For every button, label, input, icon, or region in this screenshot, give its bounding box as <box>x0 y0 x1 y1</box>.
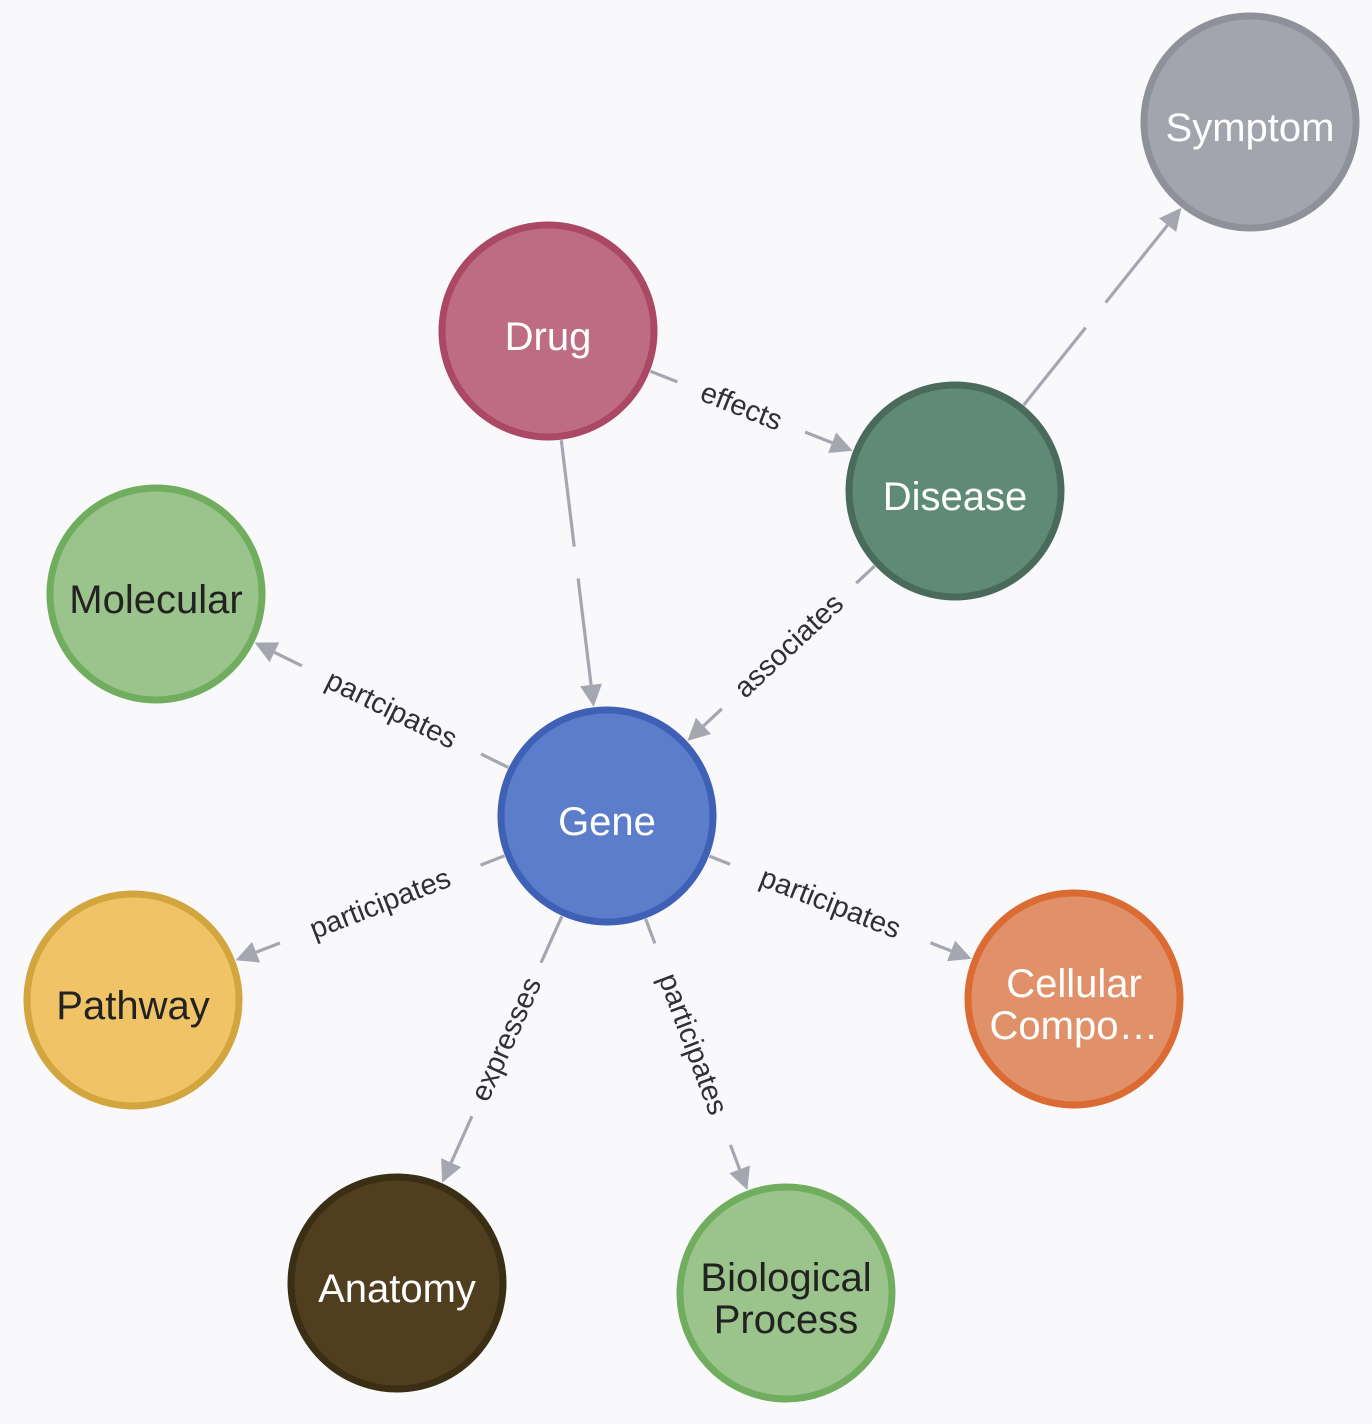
node-pathway[interactable]: Pathway <box>23 890 243 1110</box>
arrowhead-icon <box>687 717 711 741</box>
node-drug[interactable]: Drug <box>438 221 658 441</box>
node-circle[interactable] <box>497 706 717 926</box>
node-circle[interactable] <box>438 221 658 441</box>
edge-line <box>929 941 952 953</box>
edge-line <box>479 854 506 867</box>
edge-gene-pathway[interactable]: participates <box>235 854 506 963</box>
edge-line <box>855 564 876 585</box>
edge-label: associates <box>728 588 850 705</box>
edge-label: partcipates <box>321 664 462 755</box>
edge-line <box>273 650 303 668</box>
edge-line <box>449 1115 474 1164</box>
node-label: Cellular <box>1006 962 1142 1006</box>
node-label: Anatomy <box>318 1267 476 1311</box>
edge-gene-anatomy[interactable]: expresses <box>441 915 564 1183</box>
edge-label: expresses <box>465 973 548 1107</box>
edge-line <box>708 854 731 866</box>
node-circle[interactable] <box>964 889 1184 1109</box>
edge-label: participates <box>755 862 905 946</box>
node-circle[interactable] <box>46 484 266 704</box>
edge-gene-molecular[interactable]: partcipates <box>254 642 510 769</box>
edge-label: participates <box>652 969 734 1119</box>
node-label: Process <box>714 1298 859 1342</box>
arrowhead-icon <box>1158 207 1182 232</box>
edge-disease-gene[interactable]: associates <box>687 564 876 741</box>
edge-line <box>559 440 576 547</box>
edge-gene-cellular[interactable]: participates <box>708 854 972 962</box>
edge-line <box>644 918 657 945</box>
arrowhead-icon <box>235 941 261 963</box>
edge-gene-biological[interactable]: participates <box>644 918 750 1191</box>
edge-label: participates <box>305 862 455 946</box>
edge-label: effects <box>696 377 787 438</box>
edge-disease-symptom[interactable] <box>1022 207 1182 407</box>
arrowhead-icon <box>580 683 602 707</box>
edge-line <box>255 941 281 954</box>
edge-line <box>702 707 723 728</box>
arrowhead-icon <box>729 1165 750 1191</box>
node-label: Molecular <box>69 578 242 622</box>
edge-line <box>804 430 833 445</box>
arrowhead-icon <box>441 1158 462 1183</box>
node-label: Symptom <box>1166 106 1335 150</box>
node-label: Disease <box>883 475 1028 519</box>
edge-line <box>728 1144 742 1170</box>
node-circle[interactable] <box>676 1183 896 1403</box>
node-label: Biological <box>700 1256 871 1300</box>
arrowhead-icon <box>254 642 280 663</box>
node-label: Drug <box>505 315 592 359</box>
edge-drug-disease[interactable]: effects <box>649 369 853 453</box>
node-symptom[interactable]: Symptom <box>1140 12 1360 232</box>
node-circle[interactable] <box>845 381 1065 601</box>
node-label: Pathway <box>56 984 209 1028</box>
edge-line <box>576 578 593 686</box>
edge-line <box>1104 224 1169 304</box>
node-label: Gene <box>558 800 656 844</box>
edge-drug-gene[interactable] <box>559 440 602 707</box>
arrowhead-icon <box>828 432 853 453</box>
node-circle[interactable] <box>23 890 243 1110</box>
edge-line <box>1022 326 1087 407</box>
node-circle[interactable] <box>287 1173 507 1393</box>
node-anatomy[interactable]: Anatomy <box>287 1173 507 1393</box>
arrowhead-icon <box>947 940 972 962</box>
edge-line <box>539 915 564 964</box>
node-disease[interactable]: Disease <box>845 381 1065 601</box>
node-cellular[interactable]: CellularCompo… <box>964 889 1184 1109</box>
node-label: Compo… <box>990 1004 1159 1048</box>
node-circle[interactable] <box>1140 12 1360 232</box>
edge-line <box>649 369 679 384</box>
node-molecular[interactable]: Molecular <box>46 484 266 704</box>
edge-line <box>480 752 510 769</box>
node-gene[interactable]: Gene <box>497 706 717 926</box>
